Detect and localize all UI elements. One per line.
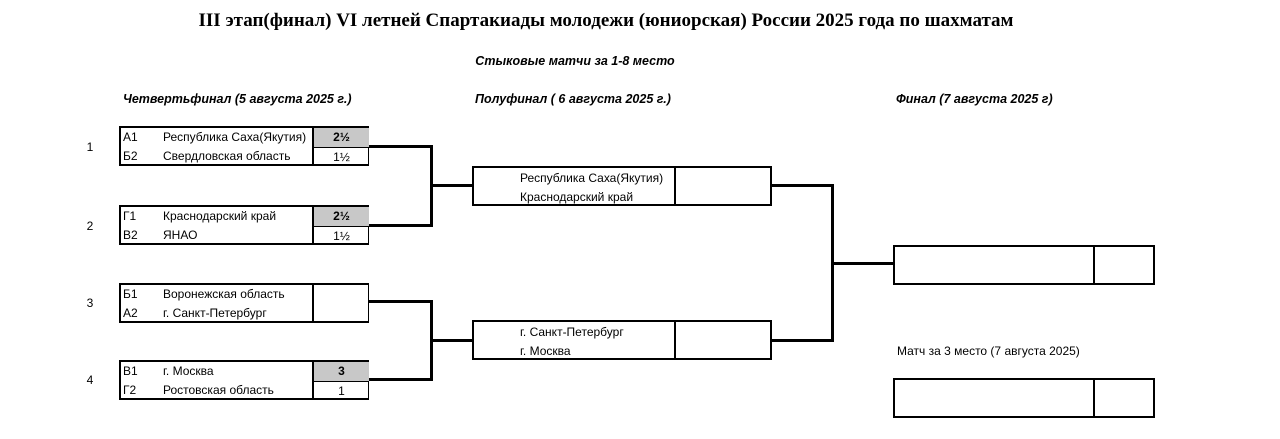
- team-score: 2½: [312, 128, 369, 147]
- team-code: А2: [123, 306, 138, 320]
- team-name: г. Санкт-Петербург: [163, 306, 267, 320]
- team-code: В1: [123, 364, 138, 378]
- team-score: [312, 304, 369, 323]
- round-label-quarterfinal: Четвертьфинал (5 августа 2025 г.): [123, 92, 352, 106]
- team-name: Краснодарский край: [520, 190, 634, 204]
- team-name: Республика Саха(Якутия): [163, 130, 307, 144]
- match-number-1: 1: [86, 140, 94, 154]
- match-row: Г2 Ростовская область 1: [121, 381, 369, 400]
- bracket-connector: [369, 300, 433, 303]
- match-number-4: 4: [86, 373, 94, 387]
- match-row: А2 г. Санкт-Петербург: [121, 304, 368, 323]
- score-divider: [1093, 247, 1095, 283]
- team-name: Воронежская область: [163, 287, 285, 301]
- match-row: Б2 Свердловская область 1½: [121, 147, 369, 166]
- bracket-connector: [772, 184, 834, 187]
- match-row: Б1 Воронежская область: [121, 285, 368, 304]
- semifinal-match-1: Республика Саха(Якутия) Краснодарский кр…: [472, 166, 772, 206]
- quarterfinal-match-3: Б1 Воронежская область А2 г. Санкт-Петер…: [119, 283, 369, 323]
- team-code: В2: [123, 228, 138, 242]
- third-place-match: [893, 378, 1155, 418]
- match-number-2: 2: [86, 219, 94, 233]
- score-divider: [674, 168, 676, 204]
- team-score: [312, 285, 369, 304]
- team-score: 1: [312, 381, 369, 400]
- bracket-connector: [369, 378, 433, 381]
- bracket-connector: [369, 224, 433, 227]
- team-code: Г1: [123, 209, 137, 223]
- team-name: г. Москва: [163, 364, 214, 378]
- team-score: 2½: [312, 207, 369, 226]
- quarterfinal-match-4: В1 г. Москва 3 Г2 Ростовская область 1: [119, 360, 369, 400]
- team-score: 3: [312, 362, 369, 381]
- team-score: 1½: [312, 226, 369, 245]
- match-number-3: 3: [86, 296, 94, 310]
- round-label-final: Финал (7 августа 2025 г): [896, 92, 1053, 106]
- final-match: [893, 245, 1155, 285]
- bracket-connector: [369, 145, 433, 148]
- quarterfinal-match-2: Г1 Краснодарский край 2½ В2 ЯНАО 1½: [119, 205, 369, 245]
- third-place-label: Матч за 3 место (7 августа 2025): [897, 344, 1080, 358]
- team-score: 1½: [312, 147, 369, 166]
- team-code: Г2: [123, 383, 137, 397]
- quarterfinal-match-1: А1 Республика Саха(Якутия) 2½ Б2 Свердло…: [119, 126, 369, 166]
- team-code: А1: [123, 130, 138, 144]
- team-name: Республика Саха(Якутия): [520, 171, 664, 185]
- match-row: А1 Республика Саха(Якутия) 2½: [121, 128, 369, 147]
- bracket-connector: [772, 339, 834, 342]
- bracket-connector: [430, 184, 472, 187]
- team-code: Б2: [123, 149, 138, 163]
- team-name: г. Москва: [520, 344, 571, 358]
- team-name: ЯНАО: [163, 228, 198, 242]
- semifinal-match-2: г. Санкт-Петербург г. Москва: [472, 320, 772, 360]
- bracket-connector: [831, 262, 893, 265]
- team-name: Свердловская область: [163, 149, 291, 163]
- round-label-semifinal: Полуфинал ( 6 августа 2025 г.): [475, 92, 671, 106]
- team-name: г. Санкт-Петербург: [520, 325, 624, 339]
- score-divider: [1093, 380, 1095, 416]
- bracket-subtitle: Стыковые матчи за 1-8 место: [475, 54, 675, 68]
- score-divider: [674, 322, 676, 358]
- match-row: В1 г. Москва 3: [121, 362, 369, 381]
- team-name: Ростовская область: [163, 383, 274, 397]
- match-row: В2 ЯНАО 1½: [121, 226, 369, 245]
- team-code: Б1: [123, 287, 138, 301]
- match-row: Г1 Краснодарский край 2½: [121, 207, 369, 226]
- page-title: III этап(финал) VI летней Спартакиады мо…: [198, 10, 1014, 31]
- bracket-connector: [430, 339, 472, 342]
- team-name: Краснодарский край: [163, 209, 277, 223]
